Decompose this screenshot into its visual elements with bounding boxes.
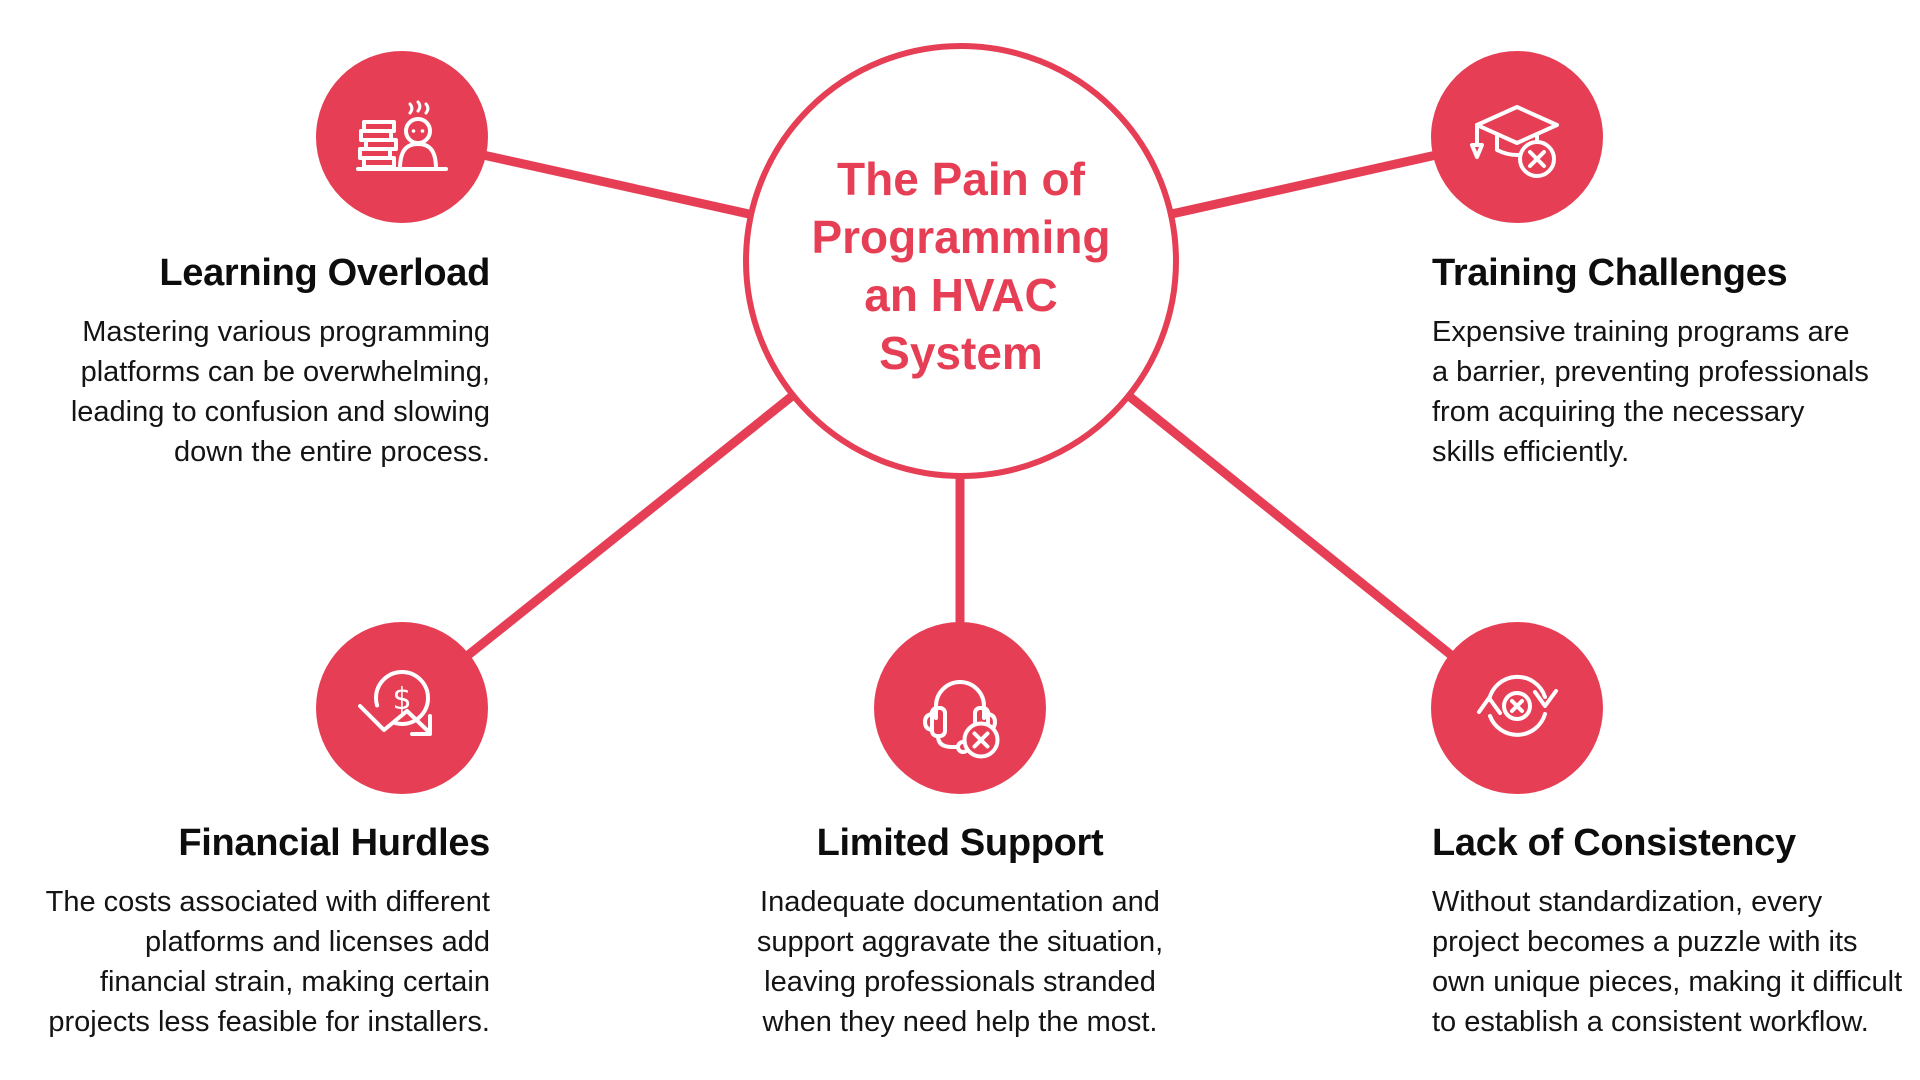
node-lack-of-consistency (1431, 622, 1603, 794)
sync-arrows-crossed-icon (1477, 674, 1558, 737)
node-financial-hurdles: $ (316, 622, 488, 794)
node-description: Inadequate documentation and support agg… (756, 886, 1164, 1038)
node-title: Training Challenges (1432, 252, 1788, 294)
text-block-learning-overload: Learning Overload Mastering various prog… (20, 250, 490, 472)
text-block-training-challenges: Training Challenges Expensive training p… (1432, 250, 1910, 472)
text-block-financial-hurdles: Financial Hurdles The costs associated w… (20, 820, 491, 1042)
hub-circle (743, 43, 1179, 479)
dollar-decline-arrow-icon: $ (358, 670, 432, 736)
headset-crossed-icon (923, 680, 1000, 759)
node-learning-overload (316, 51, 488, 223)
node-description: Without standardization, every project b… (1432, 886, 1903, 1038)
node-title: Learning Overload (159, 252, 490, 294)
node-title: Limited Support (816, 822, 1104, 864)
node-description: Mastering various programming platforms … (70, 316, 490, 468)
node-title: Lack of Consistency (1432, 822, 1796, 864)
books-stressed-person-icon (356, 100, 448, 171)
text-block-lack-of-consistency: Lack of Consistency Without standardizat… (1432, 820, 1920, 1042)
graduation-cap-crossed-icon (1470, 105, 1559, 178)
svg-text:$: $ (392, 682, 411, 717)
node-limited-support (874, 622, 1046, 794)
node-training-challenges (1431, 51, 1603, 223)
node-description: Expensive training programs are a barrie… (1432, 316, 1869, 468)
hub-title: The Pain of Programming an HVAC System (811, 153, 1111, 379)
text-block-limited-support: Limited Support Inadequate documentation… (720, 820, 1200, 1042)
node-description: The costs associated with different plat… (45, 886, 490, 1038)
node-title: Financial Hurdles (178, 822, 490, 864)
